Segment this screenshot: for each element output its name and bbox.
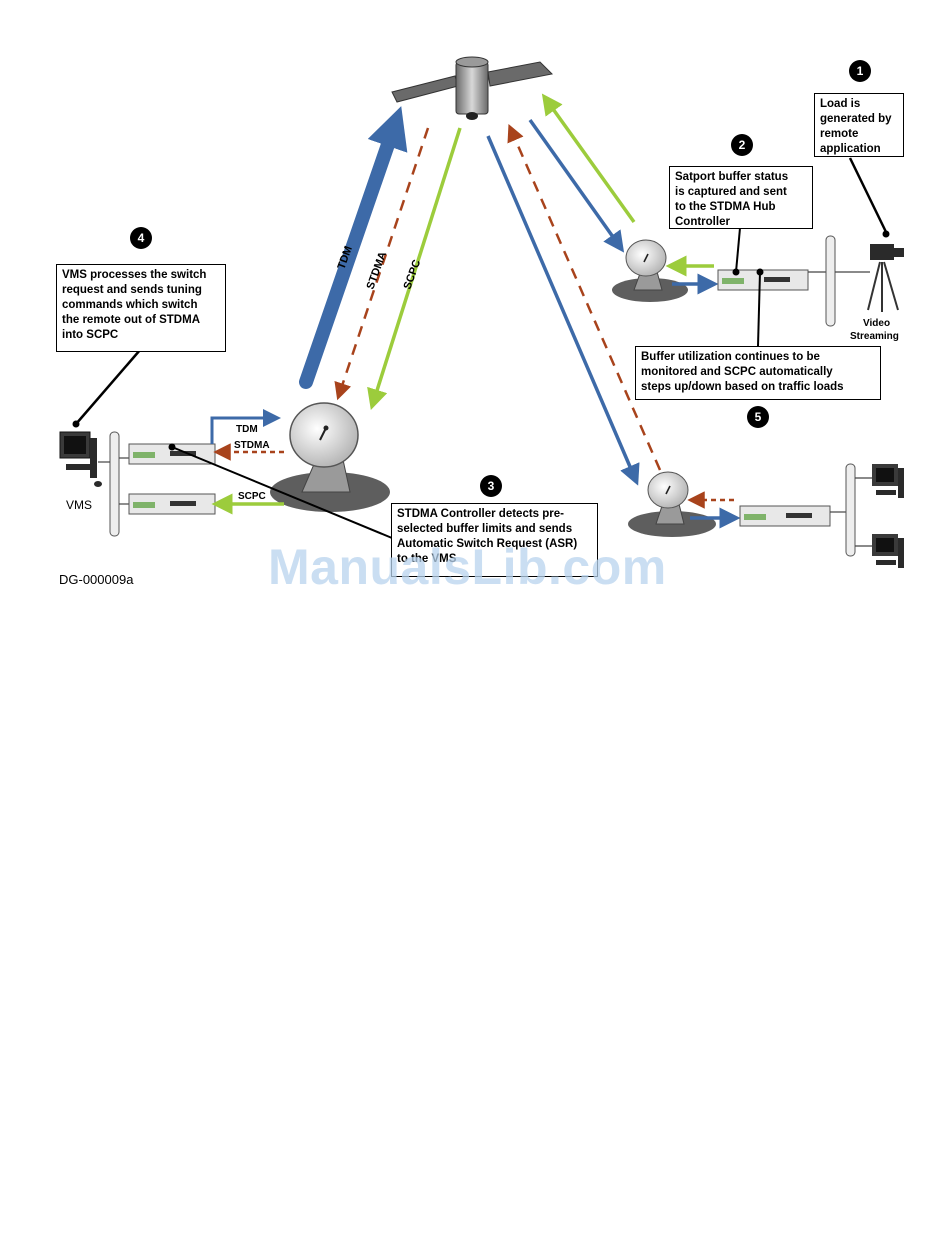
callout-line-2 bbox=[735, 227, 741, 273]
remote2-tdm-arrow bbox=[486, 135, 640, 486]
remote1-modem-icon bbox=[717, 269, 809, 291]
callout-line: Satport buffer status bbox=[675, 171, 789, 183]
scpc-downlink-arrow bbox=[367, 127, 462, 411]
callout-line-3 bbox=[171, 446, 393, 539]
step-3-callout: STDMA Controller detects pre- selected b… bbox=[391, 503, 598, 577]
callout-line: request and sends tuning bbox=[62, 284, 202, 296]
video-label-line1: Video bbox=[863, 318, 891, 329]
callout-line: Buffer utilization continues to be bbox=[641, 351, 820, 363]
step-3-badge: 3 bbox=[480, 475, 502, 497]
video-label-line2: Streaming bbox=[850, 331, 899, 342]
tdm-uplink-arrow bbox=[299, 106, 408, 389]
callout-line: selected buffer limits and sends bbox=[397, 523, 573, 535]
vms-computer-icon bbox=[59, 431, 102, 487]
callout-line-1 bbox=[848, 157, 888, 233]
step-2-callout: Satport buffer status is captured and se… bbox=[669, 166, 813, 229]
callout-line: commands which switch bbox=[62, 299, 198, 311]
callout-line: STDMA Controller detects pre- bbox=[397, 508, 564, 520]
step-1-badge: 1 bbox=[849, 60, 871, 82]
step-4-callout: VMS processes the switch request and sen… bbox=[56, 264, 226, 352]
hub-scpc-modem-icon bbox=[128, 493, 216, 515]
remote1-lan-pole bbox=[825, 235, 836, 327]
callout-line: Automatic Switch Request (ASR) bbox=[397, 538, 578, 550]
watermark: ManualsLib.com bbox=[268, 539, 667, 595]
step-5-badge: 5 bbox=[747, 406, 769, 428]
remote1-dish-icon bbox=[612, 239, 688, 302]
callout-line-4 bbox=[75, 349, 141, 425]
pc-icon-1 bbox=[872, 464, 904, 498]
step-1-callout: Load is generated by remote application bbox=[814, 93, 904, 157]
link-label-stdma: STDMA bbox=[365, 250, 390, 291]
callout-line: into SCPC bbox=[62, 329, 119, 341]
step-2-badge: 2 bbox=[731, 134, 753, 156]
callout-line: application bbox=[820, 143, 881, 155]
callout-line: is captured and sent bbox=[675, 186, 787, 198]
remote2-dish-icon bbox=[628, 471, 716, 537]
pc-icon-2 bbox=[872, 534, 904, 568]
callout-line: to the VMS bbox=[397, 553, 457, 565]
network-diagram: TDM STDMA SCPC bbox=[0, 0, 950, 620]
hub-lan-pole bbox=[109, 431, 120, 537]
callout-line: Load is bbox=[820, 98, 861, 110]
hub-scpc-label: SCPC bbox=[238, 491, 266, 502]
video-camera-icon bbox=[867, 244, 904, 312]
remote1-scpc-arrow bbox=[541, 93, 636, 224]
step-4-badge: 4 bbox=[130, 227, 152, 249]
figure-id: DG-000009a bbox=[59, 572, 134, 587]
link-label-scpc: SCPC bbox=[402, 258, 424, 291]
callout-line: Controller bbox=[675, 216, 730, 228]
remote2-stdma-arrow bbox=[507, 123, 662, 471]
callout-line: VMS processes the switch bbox=[62, 269, 207, 281]
callout-line: the remote out of STDMA bbox=[62, 314, 200, 326]
callout-line: to the STDMA Hub bbox=[675, 201, 776, 213]
hub-dish-icon bbox=[270, 402, 390, 512]
hub-tdm-label: TDM bbox=[236, 424, 258, 435]
satellite-icon bbox=[391, 56, 554, 120]
step-5-callout: Buffer utilization continues to be monit… bbox=[635, 346, 881, 400]
vms-label: VMS bbox=[66, 498, 93, 512]
remote2-modem-icon bbox=[739, 505, 831, 527]
callout-line: monitored and SCPC automatically bbox=[641, 366, 833, 378]
callout-line: remote bbox=[820, 128, 859, 140]
callout-line: generated by bbox=[820, 113, 892, 125]
callout-line-5 bbox=[757, 271, 761, 347]
callout-line: steps up/down based on traffic loads bbox=[641, 381, 844, 393]
hub-tdm-arrow bbox=[210, 409, 281, 444]
stdma-downlink-arrow bbox=[334, 127, 430, 401]
hub-stdma-label: STDMA bbox=[234, 440, 270, 451]
remote1-tdm-arrow bbox=[528, 118, 625, 253]
remote2-lan-pole bbox=[845, 463, 856, 557]
